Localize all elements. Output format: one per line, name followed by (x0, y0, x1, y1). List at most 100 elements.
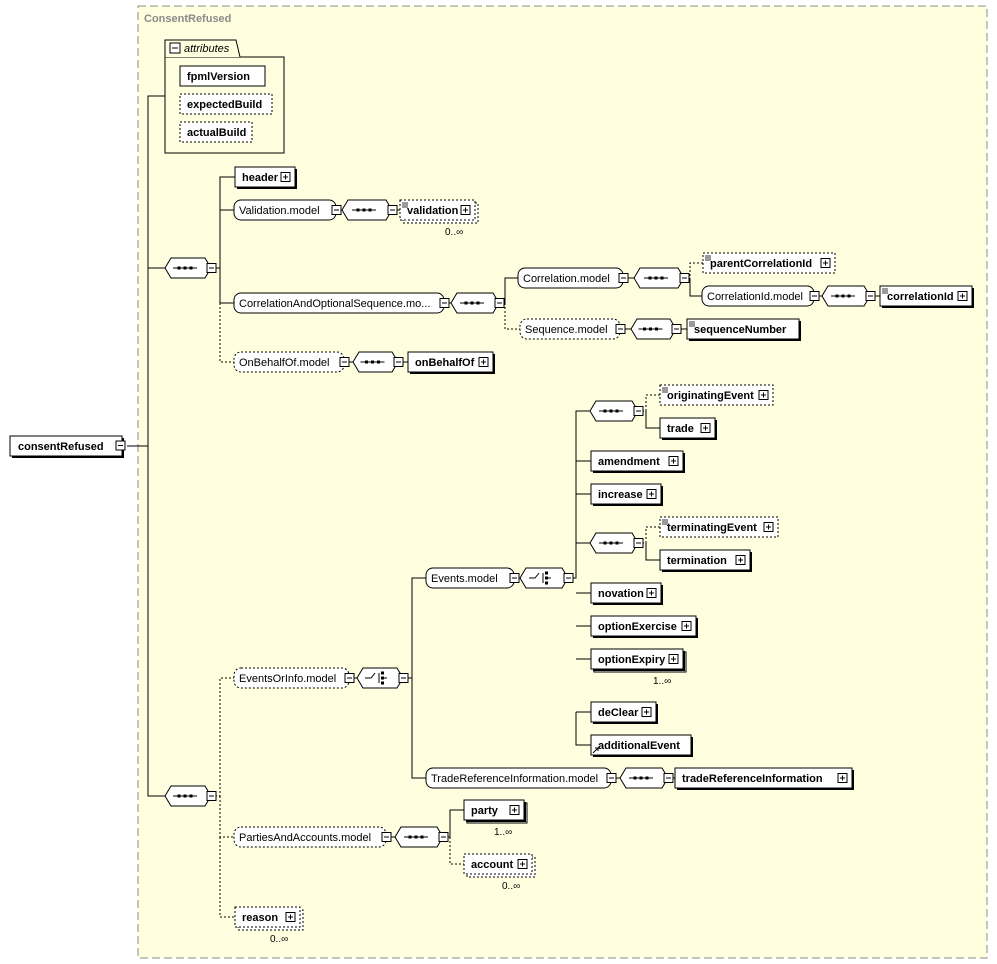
validation-model-collapse-icon[interactable] (331, 205, 342, 215)
attribute-expectedbuild[interactable] (179, 93, 273, 115)
seq-main-compositor (164, 257, 212, 279)
element-validation-occurs: 0..∞ (445, 227, 463, 238)
element-deClear-box (590, 701, 657, 723)
seq-terminating-collapse-icon[interactable] (633, 538, 644, 548)
element-terminatingEvent[interactable]: terminatingEvent (659, 516, 779, 538)
element-optionExercise-box (590, 615, 697, 637)
corr-model-group-label: Correlation.model (523, 273, 610, 285)
corr-opt-model-collapse-icon[interactable] (439, 298, 450, 308)
element-party-expand-icon[interactable] (509, 805, 520, 815)
element-header-expand-icon[interactable] (280, 172, 291, 182)
element-amendment-expand-icon[interactable] (668, 456, 679, 466)
events-or-info-model-group-label: EventsOrInfo.model (239, 673, 336, 685)
element-sequenceNumber[interactable]: sequenceNumber (686, 318, 801, 341)
seq-originating-seq-dot (615, 409, 619, 413)
attribute-fpmlversion[interactable] (179, 65, 266, 87)
parties-model-collapse-icon[interactable] (381, 832, 392, 842)
container-title: ConsentRefused (144, 13, 231, 25)
element-optionExpiry-expand-icon[interactable] (668, 654, 679, 664)
element-onBehalfOf-expand-icon[interactable] (478, 357, 489, 367)
element-parentCorrelationId-expand-icon[interactable] (820, 258, 831, 268)
element-tradeReferenceInformation-expand-icon[interactable] (837, 773, 848, 783)
events-or-info-model-collapse-icon[interactable] (344, 673, 355, 683)
sequence-model-group[interactable]: Sequence.model (519, 318, 621, 340)
seq-corr-seq-dot (660, 276, 664, 280)
corr-model-collapse-icon[interactable] (618, 273, 629, 283)
element-increase-box (590, 483, 662, 505)
seq-obo-seq-dot (377, 360, 380, 364)
seq-main-collapse-icon[interactable] (206, 263, 217, 273)
tradeinfo-model-group[interactable]: TradeReferenceInformation.model (425, 767, 612, 789)
element-trade-expand-icon[interactable] (700, 423, 711, 433)
corr-model-group[interactable]: Correlation.model (517, 267, 624, 289)
element-termination[interactable]: termination (659, 549, 752, 572)
element-deClear-expand-icon[interactable] (641, 707, 652, 717)
element-originatingEvent-expand-icon[interactable] (758, 390, 769, 400)
element-optionExercise[interactable]: optionExercise (590, 615, 698, 638)
obo-model-group[interactable]: OnBehalfOf.model (233, 351, 345, 373)
corr-opt-model-group[interactable]: CorrelationAndOptionalSequence.mo... (233, 292, 445, 314)
seq-tradeinfo-collapse-icon[interactable] (663, 773, 674, 783)
element-correlationId-expand-icon[interactable] (957, 291, 968, 301)
element-account-expand-icon[interactable] (517, 859, 528, 869)
element-termination-label: termination (667, 555, 727, 567)
corr-opt-model-group-label: CorrelationAndOptionalSequence.mo... (239, 298, 430, 310)
element-tradeReferenceInformation[interactable]: tradeReferenceInformation (674, 767, 854, 790)
element-additionalEvent[interactable]: additionalEvent (590, 734, 693, 757)
seq-validation-collapse-icon[interactable] (387, 205, 398, 215)
schema-nodes: consentRefusedValidation.modelCorrelatio… (9, 166, 974, 945)
parties-model-group[interactable]: PartiesAndAccounts.model (233, 826, 387, 848)
events-model-group[interactable]: Events.model (425, 567, 515, 589)
corrid-model-group[interactable]: CorrelationId.model (701, 285, 815, 307)
seq-obo-collapse-icon[interactable] (393, 357, 404, 367)
seq-parties-seq-dot (414, 835, 418, 839)
element-increase[interactable]: increase (590, 483, 663, 506)
element-novation[interactable]: novation (590, 582, 663, 605)
seq-body-collapse-icon[interactable] (206, 791, 217, 801)
element-increase-expand-icon[interactable] (646, 489, 657, 499)
choice-events-or-info-compositor (356, 667, 404, 689)
sequence-model-collapse-icon[interactable] (615, 324, 626, 334)
tradeinfo-model-collapse-icon[interactable] (606, 773, 617, 783)
parties-model-group-label: PartiesAndAccounts.model (239, 832, 371, 844)
attribute-actualbuild[interactable] (179, 121, 253, 143)
element-deClear-label: deClear (598, 707, 639, 719)
validation-model-group[interactable]: Validation.model (233, 199, 337, 221)
element-parentCorrelationId[interactable]: parentCorrelationId (702, 252, 836, 274)
events-model-collapse-icon[interactable] (509, 573, 520, 583)
seq-validation-seq-dot (362, 208, 366, 212)
element-onBehalfOf[interactable]: onBehalfOf (407, 351, 495, 374)
root-collapse-icon[interactable] (115, 440, 126, 451)
seq-originating-collapse-icon[interactable] (633, 406, 644, 416)
seq-corrid-collapse-icon[interactable] (865, 291, 876, 301)
events-or-info-model-group[interactable]: EventsOrInfo.model (233, 667, 350, 689)
seq-corr-collapse-icon[interactable] (679, 273, 690, 283)
element-reason-box (234, 906, 301, 928)
obo-model-collapse-icon[interactable] (339, 357, 350, 367)
element-termination-expand-icon[interactable] (735, 555, 746, 565)
choice-events-collapse-icon[interactable] (563, 573, 574, 583)
element-additionalEvent-box (590, 734, 692, 756)
element-optionExercise-expand-icon[interactable] (681, 621, 692, 631)
element-validation-expand-icon[interactable] (460, 205, 471, 215)
element-correlationId[interactable]: correlationId (879, 285, 974, 308)
choice-events-or-info-collapse-icon[interactable] (398, 673, 409, 683)
seq-obo-compositor (352, 351, 399, 373)
seq-body-seq-dot (189, 794, 193, 798)
element-originatingEvent[interactable]: originatingEvent (659, 384, 774, 406)
seq-corr-opt-collapse-icon[interactable] (494, 298, 505, 308)
corrid-model-collapse-icon[interactable] (809, 291, 820, 301)
seq-corr-opt-seq-dot (476, 301, 480, 305)
element-amendment[interactable]: amendment (590, 450, 685, 473)
choice-events-compositor (519, 567, 569, 589)
element-novation-expand-icon[interactable] (646, 588, 657, 598)
seq-parties-collapse-icon[interactable] (438, 832, 449, 842)
element-terminatingEvent-expand-icon[interactable] (763, 522, 774, 532)
element-parentCorrelationId-box (702, 252, 836, 274)
element-reason-expand-icon[interactable] (285, 912, 296, 922)
attributes-collapse-icon[interactable] (169, 42, 181, 54)
seq-sequence-collapse-icon[interactable] (671, 324, 682, 334)
